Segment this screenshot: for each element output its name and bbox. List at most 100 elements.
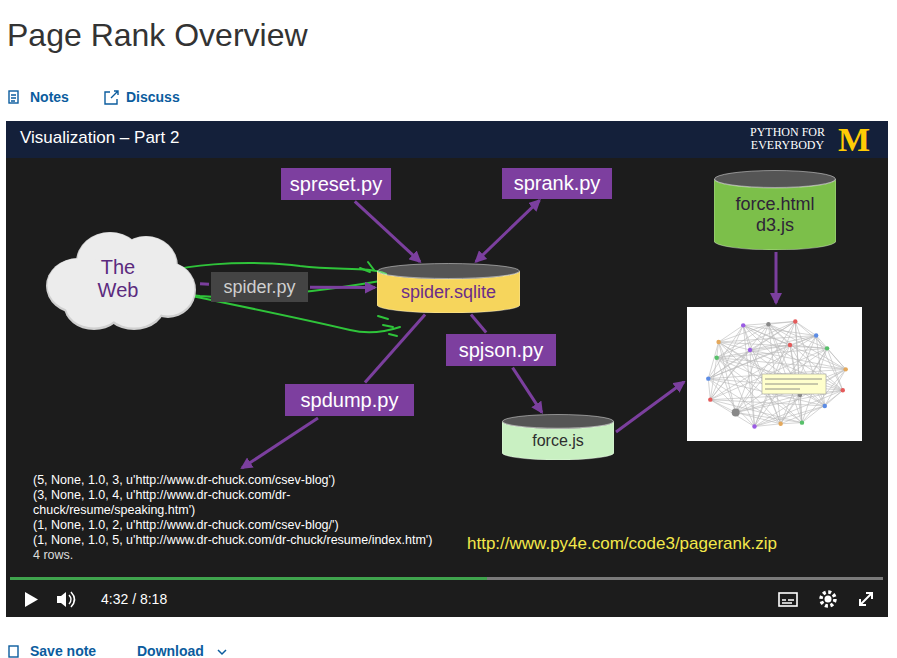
dump-output-arrow bbox=[242, 418, 318, 468]
settings-gear-center bbox=[825, 596, 832, 603]
connector-arrow bbox=[476, 200, 540, 261]
graph-link bbox=[708, 321, 795, 378]
fullscreen-icon bbox=[860, 593, 872, 605]
node-text: force.js bbox=[532, 432, 584, 450]
graph-dot bbox=[714, 356, 718, 360]
cylinder-top bbox=[715, 171, 836, 188]
graph-dot bbox=[748, 348, 752, 352]
graph-link bbox=[790, 336, 816, 345]
save-note-icon bbox=[9, 646, 18, 657]
layout-arrows bbox=[242, 252, 776, 468]
graph-dot bbox=[708, 397, 712, 401]
script-box: spreset.py bbox=[281, 168, 391, 200]
box-fill bbox=[446, 334, 556, 366]
graph-link bbox=[790, 345, 827, 348]
row-count: 4 rows. bbox=[33, 548, 73, 563]
graph-link bbox=[717, 358, 736, 413]
discuss-icon-box bbox=[105, 92, 117, 104]
graph-dot bbox=[766, 322, 770, 326]
graph-link bbox=[708, 379, 710, 400]
node-text: spdump.py bbox=[301, 389, 399, 412]
graph-dot bbox=[716, 340, 720, 344]
graph-dot bbox=[825, 346, 829, 350]
graph-link bbox=[750, 350, 846, 369]
graph-dot bbox=[841, 388, 845, 392]
page-title: Page Rank Overview bbox=[7, 15, 308, 55]
box-fill bbox=[502, 168, 612, 199]
file-cylinder: force.html d3.js bbox=[714, 170, 836, 250]
graph-link bbox=[743, 325, 845, 369]
graph-link bbox=[717, 342, 719, 358]
box-fill bbox=[211, 272, 308, 302]
database-cylinder: spider.sqlite bbox=[377, 263, 520, 313]
connector-arrow bbox=[471, 315, 486, 333]
graph-link bbox=[750, 345, 790, 350]
connector-arrow bbox=[310, 286, 375, 289]
logo-letter: M bbox=[838, 121, 870, 158]
download-url: http://www.py4e.com/code3/pagerank.zip bbox=[467, 535, 777, 552]
cylinder-top bbox=[503, 415, 614, 429]
connector-arrow bbox=[365, 314, 425, 382]
video-header-bar bbox=[6, 121, 888, 158]
discuss-icon bbox=[105, 91, 118, 104]
notes-icon-page bbox=[9, 91, 18, 103]
graph-dot bbox=[823, 404, 827, 408]
graph-link bbox=[743, 325, 750, 350]
notes-icon-lines bbox=[11, 95, 16, 101]
cloud-lobe bbox=[80, 253, 167, 314]
output-row: (1, None, 1.0, 5, u'http://www.dr-chuck.… bbox=[33, 533, 432, 548]
graph-dot bbox=[800, 420, 804, 424]
graph-link bbox=[768, 324, 827, 348]
action-link: Save note bbox=[30, 643, 96, 658]
graph-tooltip-lines bbox=[765, 379, 822, 389]
discuss-icon-arrow bbox=[111, 91, 118, 98]
graph-dot bbox=[752, 424, 756, 428]
html-to-graph-arrow bbox=[775, 252, 778, 303]
file-cylinder: force.js bbox=[502, 414, 614, 460]
connector-arrow bbox=[513, 368, 542, 413]
graph-link bbox=[708, 379, 754, 427]
graph-dot bbox=[814, 333, 818, 337]
graph-link bbox=[795, 321, 827, 348]
settings-gear bbox=[821, 592, 835, 606]
time-display: 4:32 / 8:18 bbox=[101, 591, 167, 608]
cylinder-top bbox=[378, 264, 520, 279]
graph-picture bbox=[687, 307, 862, 441]
download-chevron bbox=[218, 650, 226, 654]
js-to-graph-arrow bbox=[616, 382, 684, 432]
output-row: (5, None, 1.0, 3, u'http://www.dr-chuck.… bbox=[33, 473, 335, 488]
connector-arrow bbox=[200, 282, 209, 286]
tab-link: Discuss bbox=[126, 89, 180, 106]
node-text: spider.sqlite bbox=[401, 282, 496, 303]
graph-dot bbox=[778, 422, 782, 426]
node-text: sprank.py bbox=[514, 172, 601, 195]
node-text: The Web bbox=[83, 256, 153, 302]
graph-link bbox=[710, 350, 750, 400]
graph-link bbox=[750, 336, 816, 350]
connector-arrow bbox=[355, 201, 420, 261]
graph-link bbox=[710, 395, 800, 400]
output-row: (1, None, 1.0, 2, u'http://www.dr-chuck.… bbox=[33, 518, 339, 533]
graph-dot bbox=[788, 343, 792, 347]
node-text: force.html d3.js bbox=[725, 194, 825, 236]
progress-played bbox=[10, 577, 487, 580]
script-box: sprank.py bbox=[502, 168, 612, 199]
script-box: spdump.py bbox=[285, 384, 414, 416]
graph-link bbox=[717, 348, 827, 357]
volume-waves bbox=[69, 592, 75, 607]
slide-title: Visualization – Part 2 bbox=[20, 129, 179, 146]
graph-tooltip bbox=[762, 374, 826, 394]
graph-link bbox=[750, 321, 795, 350]
graph-link bbox=[825, 369, 846, 406]
web-cloud: The Web bbox=[38, 226, 198, 332]
video-background bbox=[6, 121, 888, 617]
node-text: spreset.py bbox=[290, 173, 382, 196]
graph-network bbox=[706, 319, 848, 428]
graph-link bbox=[781, 423, 802, 424]
graph-dot bbox=[843, 367, 847, 371]
graph-dot bbox=[706, 376, 710, 380]
play-icon bbox=[25, 592, 38, 607]
output-row: (3, None, 1.0, 4, u'http://www.dr-chuck.… bbox=[33, 488, 363, 518]
notes-icon bbox=[9, 91, 18, 103]
graph-link bbox=[719, 325, 744, 342]
